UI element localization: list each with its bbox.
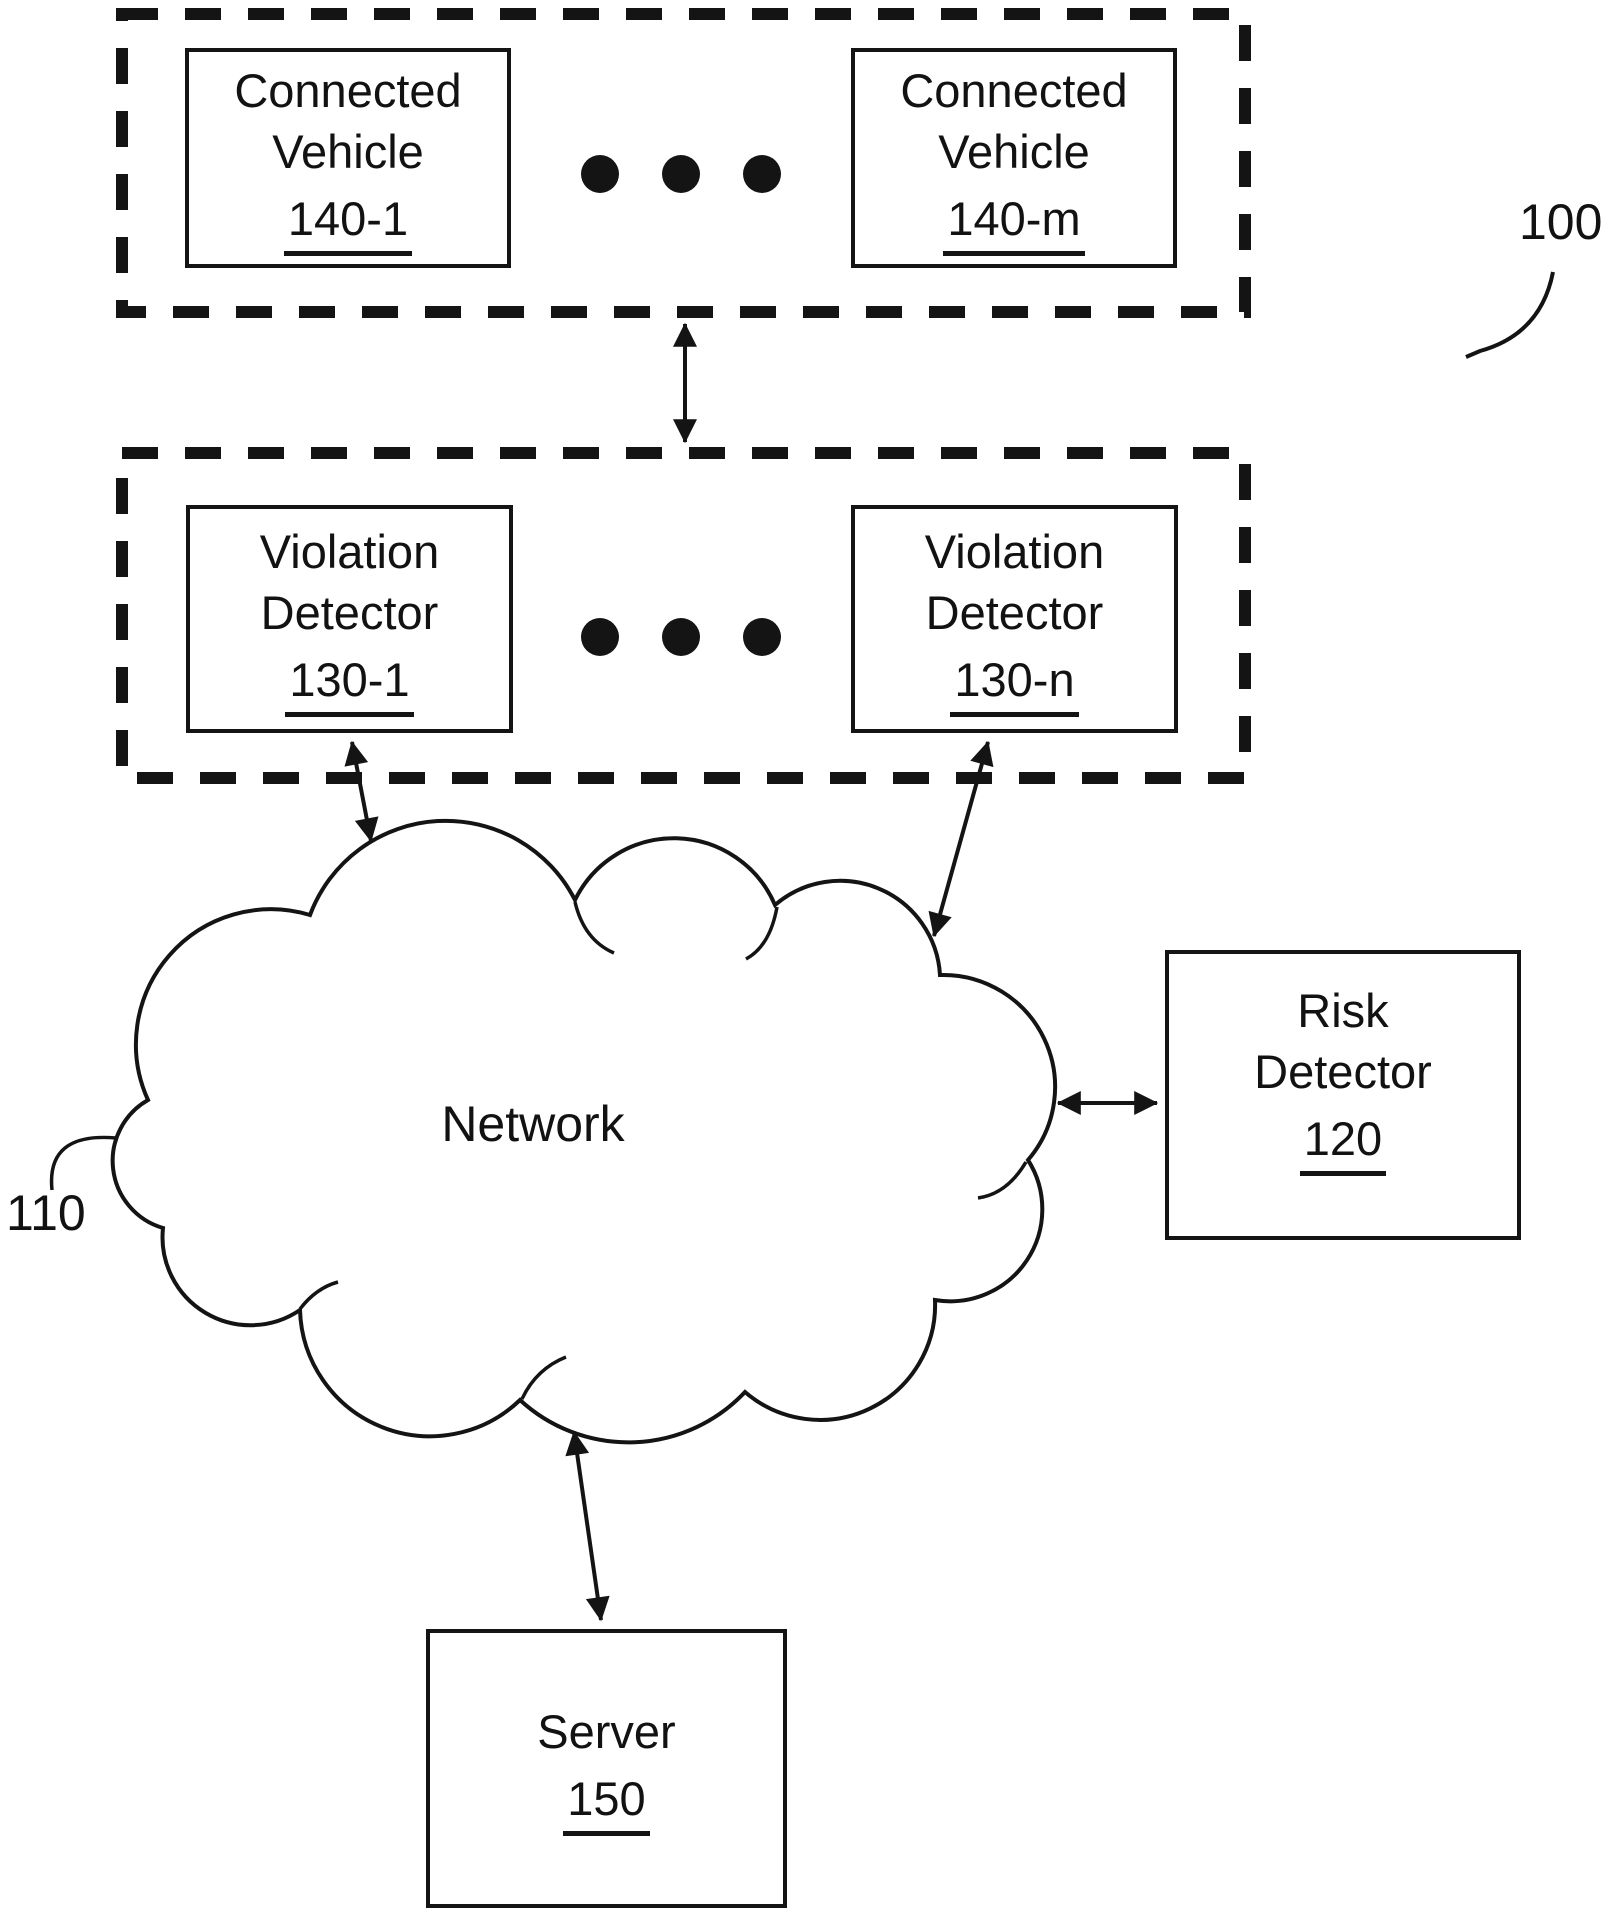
connected-vehicle-m-label-line2: Vehicle — [938, 124, 1090, 178]
risk-detector-label-line2: Detector — [1254, 1044, 1432, 1098]
connected-vehicle-1-box: Connected Vehicle 140-1 — [185, 48, 511, 268]
ellipsis-icon — [581, 618, 781, 656]
violation-detector-n-box: Violation Detector 130-n — [851, 505, 1178, 733]
arrow-detectorn-network — [928, 740, 994, 938]
connected-vehicle-1-label-line2: Vehicle — [272, 124, 424, 178]
ref-label-110: 110 — [6, 1185, 86, 1241]
arrow-network-server — [565, 1430, 610, 1622]
violation-detector-n-label-line1: Violation — [924, 524, 1105, 578]
connected-vehicle-1-label-line1: Connected — [234, 63, 462, 117]
cloud-arc-tail — [977, 1161, 1028, 1200]
cloud-arc-tail — [520, 1355, 567, 1400]
ref-label-100: 100 — [1519, 194, 1603, 250]
risk-detector-box: Risk Detector 120 — [1165, 950, 1521, 1240]
connected-vehicles-dashed-group — [116, 8, 1251, 318]
leader-curve-100 — [1465, 271, 1555, 359]
risk-detector-label-line1: Risk — [1297, 983, 1389, 1037]
violation-detector-1-label-line2: Detector — [260, 585, 439, 639]
cloud-arc-tail — [298, 1280, 339, 1311]
connected-vehicle-m-box: Connected Vehicle 140-m — [851, 48, 1177, 268]
violation-detector-1-box: Violation Detector 130-1 — [186, 505, 513, 733]
violation-detector-1-label-line1: Violation — [259, 524, 440, 578]
ref-label-140-1: 140-1 — [283, 188, 413, 257]
network-label: Network — [441, 1096, 625, 1152]
cloud-arc-tail — [573, 901, 615, 955]
leader-curve-110 — [49, 1135, 117, 1191]
connected-vehicle-m-label-line1: Connected — [900, 63, 1128, 117]
violation-detectors-dashed-group — [116, 447, 1251, 784]
violation-detector-n-label-line2: Detector — [925, 585, 1104, 639]
ref-label-150: 150 — [563, 1768, 650, 1837]
ref-label-140-m: 140-m — [943, 188, 1085, 257]
ref-label-120: 120 — [1299, 1108, 1387, 1177]
server-label: Server — [537, 1704, 676, 1758]
ref-label-130-1: 130-1 — [285, 649, 414, 718]
server-box: Server 150 — [426, 1629, 787, 1908]
arrow-detector1-network — [344, 740, 379, 843]
network-cloud — [110, 818, 1058, 1445]
ellipsis-icon — [581, 155, 781, 193]
cloud-arc-tail — [745, 906, 779, 961]
ref-label-130-n: 130-n — [950, 649, 1079, 718]
